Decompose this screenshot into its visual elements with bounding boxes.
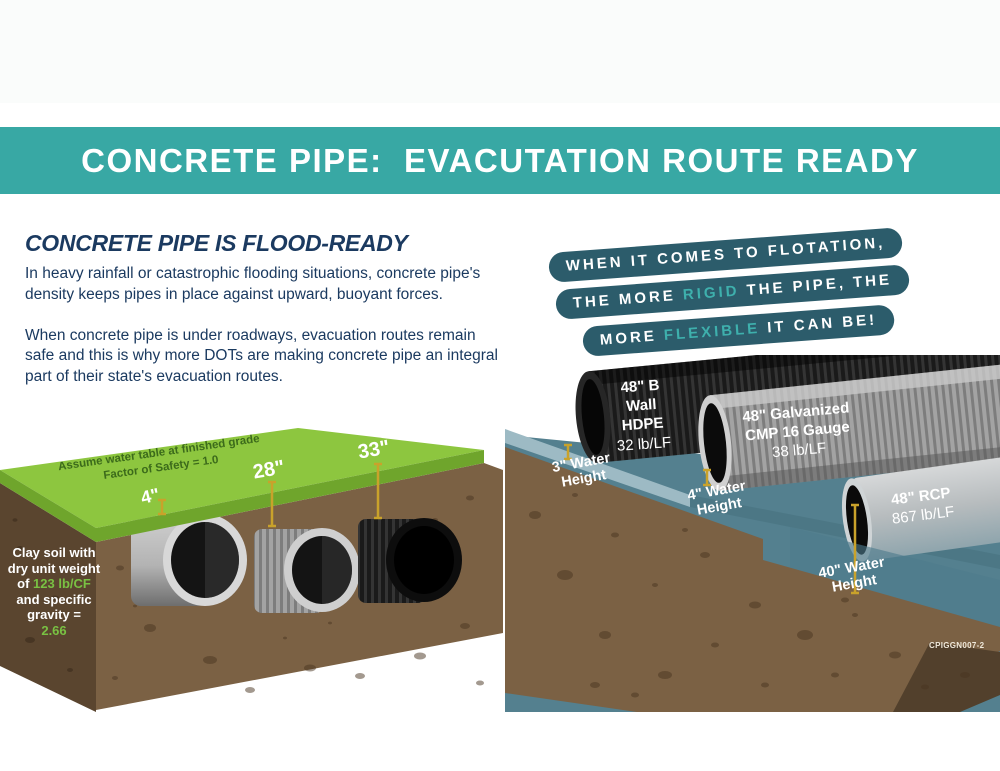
page-title: CONCRETE PIPE: EVACUTATION ROUTE READY xyxy=(81,142,919,179)
buried-hdpe-pipe xyxy=(358,518,462,603)
clay-note-text: Clay soil with dry unit weight of xyxy=(7,545,101,592)
slogan-line-3-pre: MORE xyxy=(599,327,665,349)
floating-cmp-pipe xyxy=(698,363,1000,491)
slogan-line-2-accent: RIGID xyxy=(682,282,741,304)
clay-note-text-2: and specific gravity = xyxy=(16,591,92,623)
slogan-line-3-accent: FLEXIBLE xyxy=(663,320,761,345)
document-code: CPIGGN007-2 xyxy=(929,641,985,650)
shore-soil-speckles xyxy=(529,493,970,698)
buried-pipes-diagram xyxy=(0,428,503,712)
soil-left-face-speckles xyxy=(12,518,73,672)
buried-rcp-pipe xyxy=(131,514,247,606)
clay-soil-note: Clay soil with dry unit weight of 123 lb… xyxy=(6,545,102,639)
slogan-line-2-post: THE PIPE, THE xyxy=(738,271,893,300)
submerged-rcp-pipe xyxy=(841,456,1000,562)
depth-measure-lines xyxy=(158,462,382,528)
water-height-measure-lines xyxy=(564,443,859,595)
flotation-diagram xyxy=(505,355,1000,712)
intro-paragraph-1: In heavy rainfall or catastrophic floodi… xyxy=(25,265,481,303)
top-margin xyxy=(0,0,1000,103)
slogan-line-2-pre: THE MORE xyxy=(572,286,684,312)
clay-specific-gravity-value: 2.66 xyxy=(41,622,67,638)
intro-paragraph-2: When concrete pipe is under roadways, ev… xyxy=(25,326,498,386)
hdpe-pipe-label: 48" B Wall HDPE 32 lb/LF xyxy=(589,374,694,458)
clay-unit-weight-value: 123 lb/CF xyxy=(33,576,91,592)
intro-heading: CONCRETE PIPE IS FLOOD-READY xyxy=(25,230,408,256)
intro-section: CONCRETE PIPE IS FLOOD-READY In heavy ra… xyxy=(25,230,503,408)
shore-soil-block xyxy=(505,447,1000,712)
slogan-line-3-post: IT CAN BE! xyxy=(759,311,878,337)
buried-cmp-pipe xyxy=(254,528,360,613)
header-band: CONCRETE PIPE: EVACUTATION ROUTE READY xyxy=(0,127,1000,194)
grass-surface xyxy=(0,428,484,542)
